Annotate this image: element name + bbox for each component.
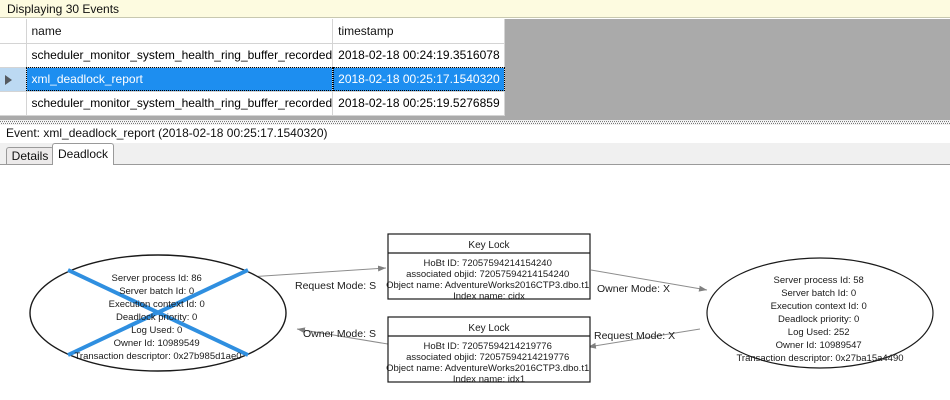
process-victim-line-3: Deadlock priority: 0: [116, 312, 197, 323]
table-header-row: name timestamp: [0, 19, 506, 44]
table-row-selected[interactable]: xml_deadlock_report 2018-02-18 00:25:17.…: [0, 67, 506, 92]
events-banner: Displaying 30 Events: [0, 0, 950, 18]
resource-top-line-0: HoBt ID: 72057594214154240: [424, 258, 552, 269]
cell-name[interactable]: scheduler_monitor_system_health_ring_buf…: [26, 43, 334, 68]
resource-bottom-line-1: associated objid: 72057594214219776: [406, 352, 569, 363]
horizontal-splitter[interactable]: [0, 120, 950, 125]
column-header-name[interactable]: name: [26, 19, 334, 44]
resource-top-line-3: Index name: cidx: [453, 291, 525, 302]
events-table-body: scheduler_monitor_system_health_ring_buf…: [0, 43, 506, 116]
process-node-other[interactable]: Server process Id: 58 Server batch Id: 0…: [706, 257, 934, 369]
events-table-header: name timestamp: [0, 19, 506, 44]
edge-label-owner-mode-x: Owner Mode: X: [597, 283, 670, 295]
resource-bottom-line-2: Object name: AdventureWorks2016CTP3.dbo.…: [386, 363, 589, 374]
edge-owner-mode-x: Owner Mode: X: [590, 269, 708, 295]
edge-label-request-mode-x: Request Mode: X: [594, 330, 675, 342]
resource-bottom-title: Key Lock: [468, 323, 510, 334]
edge-label-owner-mode-s: Owner Mode: S: [303, 328, 376, 340]
process-victim-line-6: Transaction descriptor: 0x27b985d1ae0: [74, 351, 241, 362]
resource-top-details: HoBt ID: 72057594214154240 associated ob…: [386, 258, 592, 302]
events-table[interactable]: name timestamp scheduler_monitor_system_…: [0, 19, 506, 116]
process-victim-details: Server process Id: 86 Server batch Id: 0…: [74, 273, 241, 362]
process-node-victim[interactable]: Server process Id: 86 Server batch Id: 0…: [29, 254, 287, 372]
cell-timestamp[interactable]: 2018-02-18 00:25:19.5276859: [332, 91, 506, 116]
edge-request-mode-s: Request Mode: S: [248, 265, 387, 292]
resource-top-title: Key Lock: [468, 240, 510, 251]
event-title-label: Event: xml_deadlock_report (2018-02-18 0…: [6, 126, 328, 140]
tabstrip: Details Deadlock: [0, 143, 950, 165]
cell-timestamp[interactable]: 2018-02-18 00:25:17.1540320: [332, 67, 506, 92]
cell-name[interactable]: xml_deadlock_report: [26, 67, 334, 92]
process-victim-line-4: Log Used: 0: [131, 325, 182, 336]
resource-bottom-line-3: Index name: idx1: [453, 374, 525, 385]
table-row[interactable]: scheduler_monitor_system_health_ring_buf…: [0, 91, 506, 116]
row-selector-cell-current[interactable]: [0, 67, 27, 92]
column-header-timestamp[interactable]: timestamp: [332, 19, 506, 44]
edge-request-mode-x: Request Mode: X: [587, 328, 701, 349]
process-victim-line-2: Execution context Id: 0: [109, 299, 205, 310]
column-header-selector[interactable]: [0, 19, 27, 44]
events-count-label: Displaying 30 Events: [7, 2, 120, 16]
process-other-line-0: Server process Id: 58: [774, 275, 864, 286]
table-row[interactable]: scheduler_monitor_system_health_ring_buf…: [0, 43, 506, 68]
cell-name[interactable]: scheduler_monitor_system_health_ring_buf…: [26, 91, 334, 116]
resource-top-line-2: Object name: AdventureWorks2016CTP3.dbo.…: [386, 280, 589, 291]
events-grid[interactable]: name timestamp scheduler_monitor_system_…: [0, 19, 950, 120]
resource-top-line-1: associated objid: 72057594214154240: [406, 269, 569, 280]
process-victim-line-0: Server process Id: 86: [112, 273, 202, 284]
tab-deadlock[interactable]: Deadlock: [52, 143, 114, 165]
row-selector-cell[interactable]: [0, 91, 27, 116]
resource-bottom-details: HoBt ID: 72057594214219776 associated ob…: [386, 341, 592, 385]
tab-details[interactable]: Details: [6, 147, 54, 165]
process-victim-line-1: Server batch Id: 0: [119, 286, 194, 297]
resource-node-key-lock-bottom[interactable]: Key Lock HoBt ID: 72057594214219776 asso…: [386, 316, 592, 385]
edge-label-request-mode-s: Request Mode: S: [295, 280, 376, 292]
deadlock-victim-x-icon: [67, 268, 249, 357]
row-selector-cell[interactable]: [0, 43, 27, 68]
event-header: Event: xml_deadlock_report (2018-02-18 0…: [0, 125, 950, 143]
process-other-line-5: Owner Id: 10989547: [776, 340, 862, 351]
process-other-line-2: Execution context Id: 0: [771, 301, 867, 312]
process-other-line-6: Transaction descriptor: 0x27ba15a4490: [736, 353, 903, 364]
process-other-line-3: Deadlock priority: 0: [778, 314, 859, 325]
process-victim-line-5: Owner Id: 10989549: [114, 338, 200, 349]
deadlock-graph-canvas[interactable]: Request Mode: S Owner Mode: S Owner Mode…: [0, 164, 950, 400]
process-other-line-4: Log Used: 252: [788, 327, 850, 338]
cell-timestamp[interactable]: 2018-02-18 00:24:19.3516078: [332, 43, 506, 68]
process-other-details: Server process Id: 58 Server batch Id: 0…: [736, 275, 903, 364]
resource-node-key-lock-top[interactable]: Key Lock HoBt ID: 72057594214154240 asso…: [386, 233, 592, 302]
process-other-line-1: Server batch Id: 0: [781, 288, 856, 299]
resource-bottom-line-0: HoBt ID: 72057594214219776: [424, 341, 552, 352]
current-row-arrow-icon: [5, 74, 12, 85]
